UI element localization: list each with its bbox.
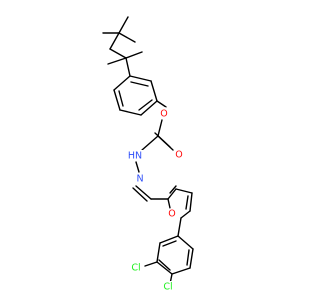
bond (157, 119, 163, 137)
chlorine-label-top: Cl (131, 263, 140, 274)
bond (144, 261, 158, 267)
bond (129, 75, 152, 82)
imine-nitrogen-label: N (136, 174, 143, 185)
bond (130, 81, 149, 87)
bond (171, 267, 191, 275)
bond (109, 32, 120, 50)
bond (156, 242, 161, 263)
atom-labels: O O HN N O Cl Cl (127, 107, 185, 293)
bond (109, 48, 127, 59)
bond (118, 16, 129, 34)
amide-nitrogen-label: HN (128, 151, 142, 162)
linker-chain (132, 100, 174, 202)
bond (113, 89, 121, 111)
bond (159, 235, 179, 244)
bond (154, 132, 171, 148)
bond (135, 185, 152, 200)
bond (135, 161, 140, 173)
bond (118, 32, 136, 43)
bond (118, 90, 124, 107)
bond (169, 185, 177, 194)
bond (119, 109, 142, 116)
bond (132, 187, 148, 202)
bond (177, 217, 182, 237)
furan-ring (150, 185, 193, 219)
bond (125, 57, 131, 77)
bond (180, 210, 191, 219)
bond (189, 248, 194, 269)
dichlorophenyl-ring (144, 217, 194, 285)
phenoxy-ring (113, 75, 158, 116)
bond (140, 100, 158, 116)
bond (177, 235, 194, 250)
furan-oxygen-label: O (168, 209, 175, 220)
bond (107, 57, 127, 65)
bond (162, 240, 177, 247)
bond (175, 188, 193, 194)
bond (156, 261, 173, 275)
chemical-structure: O O HN N O Cl Cl (102, 16, 194, 293)
bond (158, 259, 171, 271)
bond (186, 249, 190, 266)
ether-oxygen-label: O (160, 109, 167, 120)
bond (150, 80, 158, 102)
bond (167, 198, 171, 209)
tert-octyl-group (102, 16, 143, 77)
bond (185, 195, 189, 210)
bond (189, 192, 193, 212)
bond (113, 75, 131, 91)
bond (141, 135, 159, 151)
bond (138, 99, 153, 111)
chlorine-label-bottom: Cl (163, 282, 172, 293)
carbonyl-oxygen-label: O (175, 150, 182, 161)
bond (125, 51, 143, 59)
bond (167, 188, 177, 200)
bond (156, 100, 167, 108)
